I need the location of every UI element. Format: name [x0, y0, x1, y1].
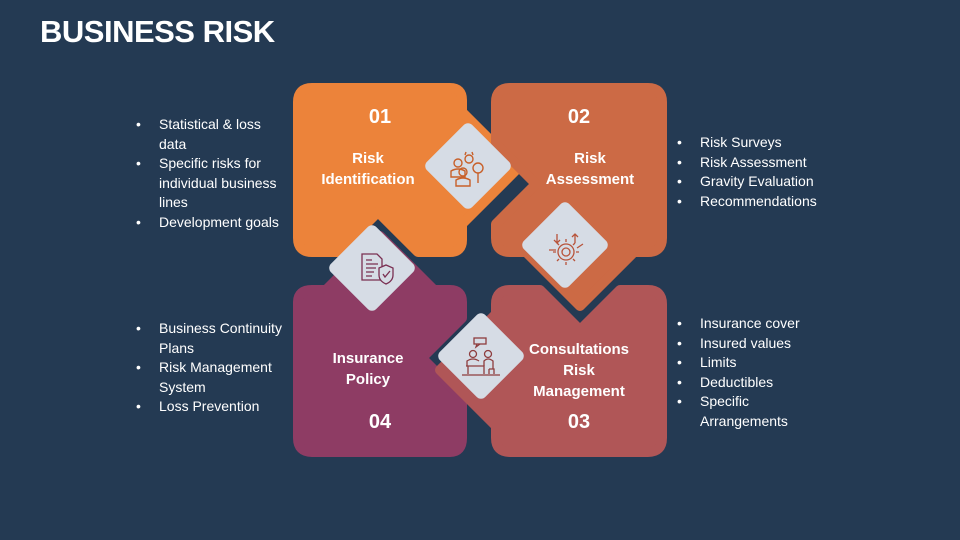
step-02-label-line2: Assessment: [545, 171, 635, 188]
step-01-icon-tile: [425, 123, 511, 209]
step-04-shape: [293, 231, 467, 457]
step-03-label-line3: Management: [533, 383, 625, 400]
step-04-bullet-list: Business Continuity Plans Risk Managemen…: [136, 319, 286, 417]
step-01-number: 01: [368, 106, 392, 128]
step-03-label: Consultations Risk Management: [510, 339, 648, 402]
people-magnifier-icon: [450, 151, 484, 187]
step-04-label-line2: Policy: [345, 371, 391, 388]
step-03-bullet-list: Insurance cover Insured values Limits De…: [677, 314, 827, 431]
bullet-item: Insurance cover: [677, 314, 827, 334]
bullet-item: Recommendations: [677, 192, 857, 212]
bullet-item: Development goals: [136, 213, 286, 233]
page-title: BUSINESS RISK: [40, 14, 275, 49]
step-02-number: 02: [567, 106, 591, 128]
step-02-icon-tile: [522, 202, 608, 288]
step-02-label-line1: Risk: [574, 150, 606, 167]
step-01-bullet-list: Statistical & loss data Specific risks f…: [136, 115, 286, 232]
step-04-label-line1: Insurance: [332, 350, 404, 367]
bullet-item: Specific risks for individual business l…: [136, 154, 286, 213]
bullet-item: Deductibles: [677, 373, 827, 393]
step-03-label-line2: Risk: [563, 362, 595, 379]
step-01-label-line1: Risk: [352, 150, 384, 167]
gear-arrows-icon: [549, 233, 584, 265]
step-03-number: 03: [567, 411, 591, 433]
step-03-label-line1: Consultations: [529, 341, 629, 358]
bullet-item: Risk Management System: [136, 358, 286, 397]
step-02-label: Risk Assessment: [520, 148, 660, 190]
step-04-number: 04: [368, 411, 392, 433]
step-02-bullet-list: Risk Surveys Risk Assessment Gravity Eva…: [677, 133, 857, 211]
bullet-item: Loss Prevention: [136, 397, 286, 417]
document-shield-icon: [361, 253, 394, 285]
step-04-label: Insurance Policy: [308, 348, 428, 390]
bullet-item: Business Continuity Plans: [136, 319, 286, 358]
bullet-item: Insured values: [677, 334, 827, 354]
bullet-item: Gravity Evaluation: [677, 172, 857, 192]
bullet-item: Limits: [677, 353, 827, 373]
bullet-item: Risk Surveys: [677, 133, 857, 153]
step-01-label-line2: Identification: [321, 171, 415, 188]
step-01-label: Risk Identification: [300, 148, 436, 190]
consultation-meeting-icon: [462, 337, 500, 376]
bullet-item: Statistical & loss data: [136, 115, 286, 154]
bullet-item: Specific Arrangements: [677, 392, 827, 431]
bullet-item: Risk Assessment: [677, 153, 857, 173]
step-03-icon-tile: [438, 313, 524, 399]
